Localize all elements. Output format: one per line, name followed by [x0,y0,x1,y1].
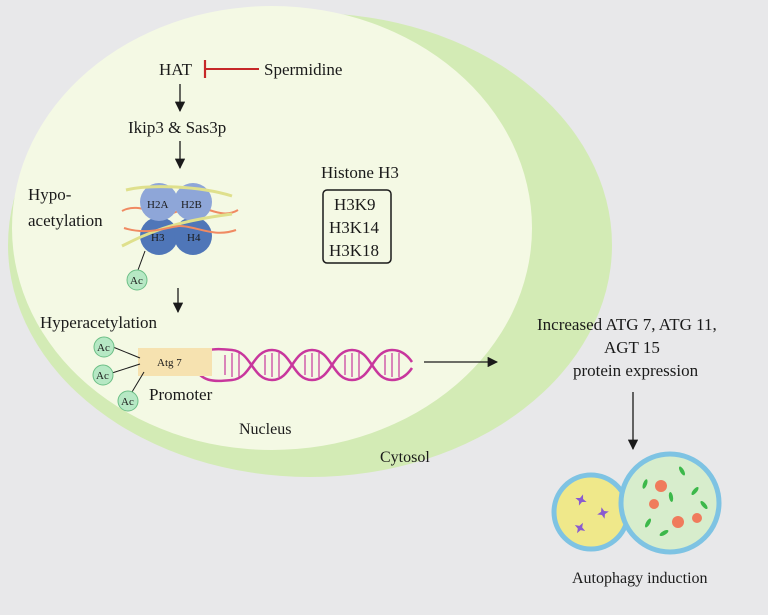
cargo-green-3 [691,486,699,496]
histone-h2a [140,183,178,221]
mark-h3k14: H3K14 [329,218,380,237]
cargo-green-6 [700,500,708,510]
output-line-1: Increased ATG 7, ATG 11, [537,315,717,334]
cargo-green-2 [678,466,686,476]
ikip3-label: Ikip3 & Sas3p [128,118,226,137]
atg7-promoter-box [138,348,212,376]
cargo-red-3 [672,516,684,528]
autophagy-label: Autophagy induction [572,570,708,587]
cargo-green-7 [659,529,669,537]
nucleus-body [12,6,532,450]
cargo-red-4 [692,513,702,523]
histone-tail [137,250,146,271]
dna-wrap-front-3 [123,224,237,234]
nucleosome: H2A H2B H3 H4 Ac [121,183,239,291]
cargo-green-4 [668,492,674,502]
cargo-red-1 [655,480,667,492]
spermidine-label: Spermidine [264,60,342,79]
hyperacetylation-label: Hyperacetylation [40,313,158,332]
cytosol-label: Cytosol [380,449,430,466]
h3-label: H3 [151,232,165,244]
autolysosome [618,451,722,555]
cargo-green-5 [644,518,652,528]
autophagy-vesicles [551,451,722,555]
output-line-3: protein expression [573,361,699,380]
dna-helix [190,347,414,383]
cargo-purple-3 [574,522,586,534]
mark-h3k9: H3K9 [334,195,376,214]
cargo-purple-2 [597,507,609,519]
atg7-label: Atg 7 [157,357,182,369]
hypoacetylation-label-line2: acetylation [28,211,103,230]
acetyl-label-1: Ac [97,342,110,354]
mark-h3k18: H3K18 [329,241,379,260]
histone-marks-box [322,189,392,264]
acetyl-group-1 [93,336,115,358]
ac-link-1 [112,346,141,359]
nucleus-label: Nucleus [239,421,291,438]
acetyl-label-3: Ac [121,396,134,408]
autophagosome [551,472,631,552]
h2b-label: H2B [181,199,202,211]
output-line-2: AGT 15 [604,338,660,357]
cargo-purple-1 [575,494,587,506]
cargo-red-2 [649,499,659,509]
acetyl-group [126,269,148,291]
hypoacetylation-label-line1: Hypo- [28,185,72,204]
dna-wrap-front-1 [125,185,233,198]
hat-label: HAT [159,60,193,79]
h2a-label: H2A [147,199,168,211]
h4-label: H4 [187,232,201,244]
acetyl-label-2: Ac [96,370,109,382]
acetyl-label: Ac [130,275,143,287]
histone-h2b [174,183,212,221]
acetyl-group-3 [117,390,139,412]
ac-link-2 [111,363,141,374]
promoter-label: Promoter [149,385,213,404]
acetyl-group-2 [92,364,114,386]
histone-h3-title: Histone H3 [321,163,399,182]
ac-link-3 [131,371,145,393]
cargo-green-1 [642,479,648,489]
